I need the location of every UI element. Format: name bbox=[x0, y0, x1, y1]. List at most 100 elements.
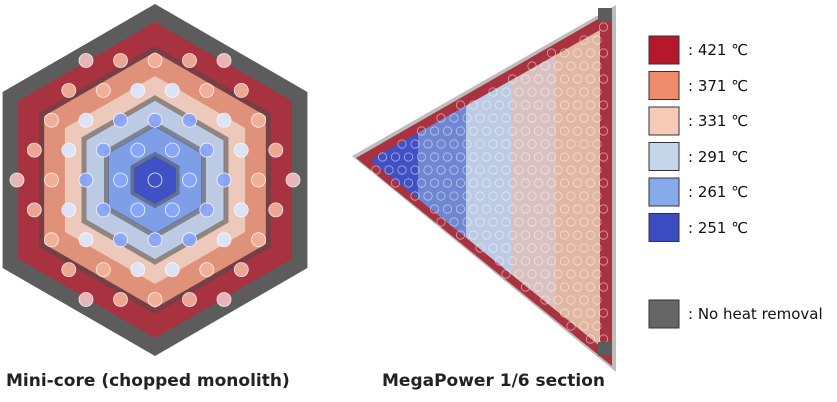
coolant-channel-outline bbox=[403, 152, 414, 162]
coolant-channel bbox=[182, 53, 197, 68]
coolant-channel-outline bbox=[592, 61, 602, 71]
coolant-channel-outline bbox=[559, 256, 570, 266]
coolant-channel-outline bbox=[501, 269, 511, 279]
coolant-channel-outline bbox=[546, 282, 557, 292]
coolant-channel-outline bbox=[494, 178, 505, 188]
coolant-channel-outline bbox=[540, 139, 550, 149]
coolant-channel-outline bbox=[598, 100, 609, 110]
coolant-channel bbox=[78, 232, 94, 248]
coolant-channel-outline bbox=[546, 48, 557, 58]
coolant-channel-outline bbox=[533, 126, 544, 136]
coolant-channel-outline bbox=[488, 217, 498, 227]
coolant-channel-outline bbox=[546, 178, 557, 188]
coolant-channel-outline bbox=[579, 139, 589, 149]
coolant-channel-outline bbox=[442, 178, 453, 188]
coolant-channel bbox=[182, 232, 197, 248]
coolant-channel-outline bbox=[572, 308, 583, 318]
coolant-channel-outline bbox=[416, 178, 427, 188]
coolant-channel bbox=[147, 292, 163, 307]
coolant-channel bbox=[251, 232, 266, 248]
coolant-channel bbox=[285, 172, 301, 188]
coolant-channel bbox=[113, 232, 128, 248]
coolant-channel-outline bbox=[527, 243, 537, 253]
legend-label: : 331 ℃ bbox=[688, 112, 749, 130]
coolant-channel-outline bbox=[540, 243, 550, 253]
coolant-channel-outline bbox=[475, 139, 485, 149]
coolant-channel-outline bbox=[520, 282, 531, 292]
coolant-channel-outline bbox=[553, 269, 563, 279]
coolant-channel-outline bbox=[384, 165, 394, 175]
coolant-channel-outline bbox=[514, 269, 524, 279]
legend-swatch bbox=[648, 71, 680, 100]
coolant-channel-outline bbox=[520, 74, 531, 84]
coolant-channel bbox=[164, 142, 180, 158]
coolant-channel bbox=[95, 262, 111, 278]
coolant-channel-outline bbox=[468, 126, 479, 136]
coolant-channel-outline bbox=[507, 256, 518, 266]
coolant-channel-outline bbox=[455, 204, 466, 214]
coolant-channel-outline bbox=[572, 126, 583, 136]
coolant-channel-outline bbox=[579, 191, 589, 201]
coolant-channel-outline bbox=[598, 126, 609, 136]
coolant-channel-outline bbox=[598, 282, 609, 292]
coolant-channel bbox=[268, 202, 284, 218]
coolant-channel-outline bbox=[416, 126, 427, 136]
coolant-channel bbox=[95, 142, 111, 158]
coolant-channel-outline bbox=[533, 178, 544, 188]
coolant-channel-outline bbox=[553, 217, 563, 227]
coolant-channel bbox=[199, 142, 215, 158]
coolant-channel-outline bbox=[455, 230, 466, 240]
legend-swatch bbox=[648, 142, 680, 171]
coolant-channel-outline bbox=[416, 152, 427, 162]
coolant-channel-outline bbox=[462, 165, 472, 175]
coolant-channel-outline bbox=[579, 165, 589, 175]
coolant-channel-outline bbox=[468, 230, 479, 240]
coolant-channel-outline bbox=[598, 178, 609, 188]
coolant-channel-outline bbox=[572, 230, 583, 240]
coolant-channel-outline bbox=[468, 204, 479, 214]
coolant-channel-outline bbox=[579, 269, 589, 279]
coolant-channel bbox=[26, 202, 42, 218]
legend-label: : 371 ℃ bbox=[688, 76, 749, 95]
coolant-channel-outline bbox=[559, 282, 570, 292]
coolant-channel-outline bbox=[559, 100, 570, 110]
coolant-channel-outline bbox=[429, 178, 440, 188]
coolant-channel-outline bbox=[566, 113, 576, 123]
coolant-channel-outline bbox=[579, 113, 589, 123]
coolant-channel-outline bbox=[585, 282, 596, 292]
coolant-channel-outline bbox=[501, 191, 511, 201]
legend-swatch-no-heat bbox=[648, 299, 680, 329]
coolant-channel-outline bbox=[429, 204, 440, 214]
coolant-channel-outline bbox=[540, 217, 550, 227]
coolant-channel bbox=[130, 83, 146, 98]
coolant-channel-outline bbox=[533, 74, 544, 84]
coolant-channel-outline bbox=[585, 152, 596, 162]
coolant-channel-outline bbox=[475, 243, 485, 253]
coolant-channel-outline bbox=[410, 165, 420, 175]
coolant-channel-outline bbox=[462, 191, 472, 201]
coolant-channel-outline bbox=[533, 256, 544, 266]
coolant-channel-outline bbox=[494, 256, 505, 266]
coolant-channel-outline bbox=[442, 204, 453, 214]
coolant-channel-outline bbox=[507, 178, 518, 188]
hex-gap-3 bbox=[130, 151, 180, 209]
coolant-channel bbox=[78, 292, 94, 307]
coolant-channel-outline bbox=[527, 139, 537, 149]
coolant-channel bbox=[216, 292, 232, 307]
legend-label: : 261 ℃ bbox=[688, 183, 749, 201]
coolant-channel-outline bbox=[442, 152, 453, 162]
coolant-channel-outline bbox=[572, 204, 583, 214]
coolant-channel bbox=[233, 142, 249, 158]
coolant-channel-outline bbox=[546, 74, 557, 84]
legend-swatch bbox=[648, 35, 680, 65]
coolant-channel-outline bbox=[592, 269, 602, 279]
coolant-channel bbox=[113, 292, 128, 307]
coolant-channel-outline bbox=[507, 204, 518, 214]
coolant-channel-outline bbox=[592, 87, 602, 97]
coolant-channel bbox=[216, 112, 232, 128]
coolant-channel-outline bbox=[592, 139, 602, 149]
coolant-channel-outline bbox=[527, 87, 537, 97]
coolant-channel-outline bbox=[449, 139, 459, 149]
coolant-channel-outline bbox=[455, 152, 466, 162]
